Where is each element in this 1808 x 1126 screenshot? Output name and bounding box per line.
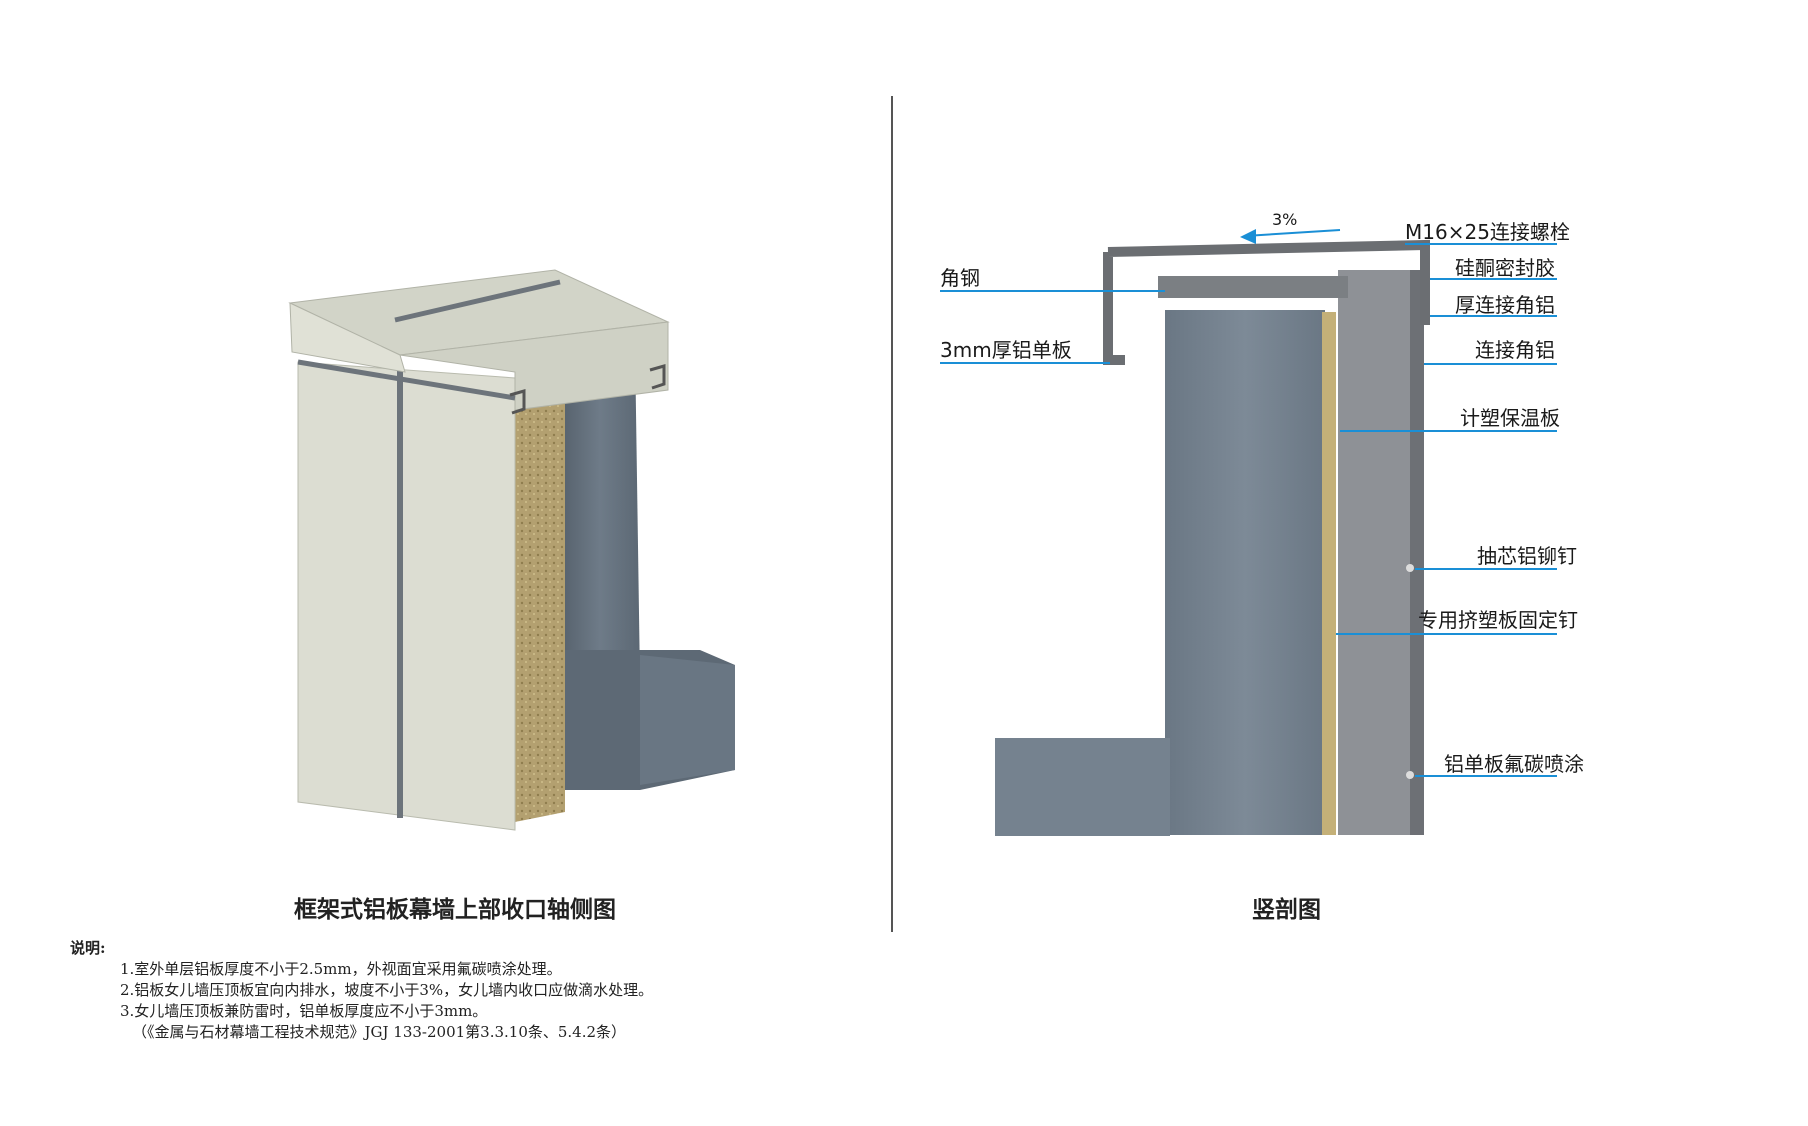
callout-line [1424,363,1557,365]
callout-line [1415,568,1557,570]
note-line: 3.女儿墙压顶板兼防雷时，铝单板厚度应不小于3mm。 [120,1002,488,1020]
section-coping [1103,239,1430,365]
callout-line [940,362,1110,364]
callout-line [1340,430,1557,432]
callout-line [1405,243,1557,245]
callout-sealant: 硅酮密封胶 [1455,256,1555,280]
axonometric-caption: 框架式铝板幕墙上部收口轴侧图 [294,897,616,923]
section-al-panel [1338,270,1410,835]
callout-fixing-nail: 专用挤塑板固定钉 [1418,608,1578,632]
section-concrete-slab [995,738,1170,836]
section-insulation [1322,312,1336,835]
callout-angle-al: 连接角铝 [1475,338,1555,362]
callout-bolt: M16×25连接螺栓 [1405,220,1570,244]
callout-fluorocarbon: 铝单板氟碳喷涂 [1444,752,1584,776]
view-divider [891,96,893,932]
callout-insulation: 计塑保温板 [1460,406,1560,430]
section-concrete-wall [1165,310,1325,835]
cladding-panel [297,361,516,831]
slope-arrow-icon [1240,229,1256,244]
callout-angle-steel: 角钢 [940,266,980,290]
callout-rivet: 抽芯铝铆钉 [1477,544,1577,568]
slope-label: 3% [1272,210,1298,229]
notes: 说明: 1.室外单层铝板厚度不小于2.5mm，外视面宜采用氟碳喷涂处理。 2.铝… [70,938,653,1043]
callout-line [1415,775,1557,777]
callout-line [1336,633,1557,635]
callout-thick-angle-al: 厚连接角铝 [1455,293,1555,317]
callout-al-panel: 3mm厚铝单板 [940,338,1072,362]
section-angle-steel [1158,276,1348,298]
callout-line [940,290,1165,292]
axonometric-drawing [288,269,735,831]
note-line: 1.室外单层铝板厚度不小于2.5mm，外视面宜采用氟碳喷涂处理。 [120,960,562,978]
note-line: 2.铝板女儿墙压顶板宜向内排水，坡度不小于3%，女儿墙内收口应做滴水处理。 [120,981,654,999]
section-drawing [995,229,1430,836]
section-caption: 竖剖图 [1252,897,1321,923]
callout-line [1430,278,1557,280]
notes-title: 说明: [70,939,106,957]
insulation-layer [515,368,565,822]
callout-line [1430,315,1557,317]
concrete-wall [560,345,640,700]
note-reference: （《金属与石材幕墙工程技术规范》JGJ 133-2001第3.3.10条、5.4… [132,1023,627,1041]
